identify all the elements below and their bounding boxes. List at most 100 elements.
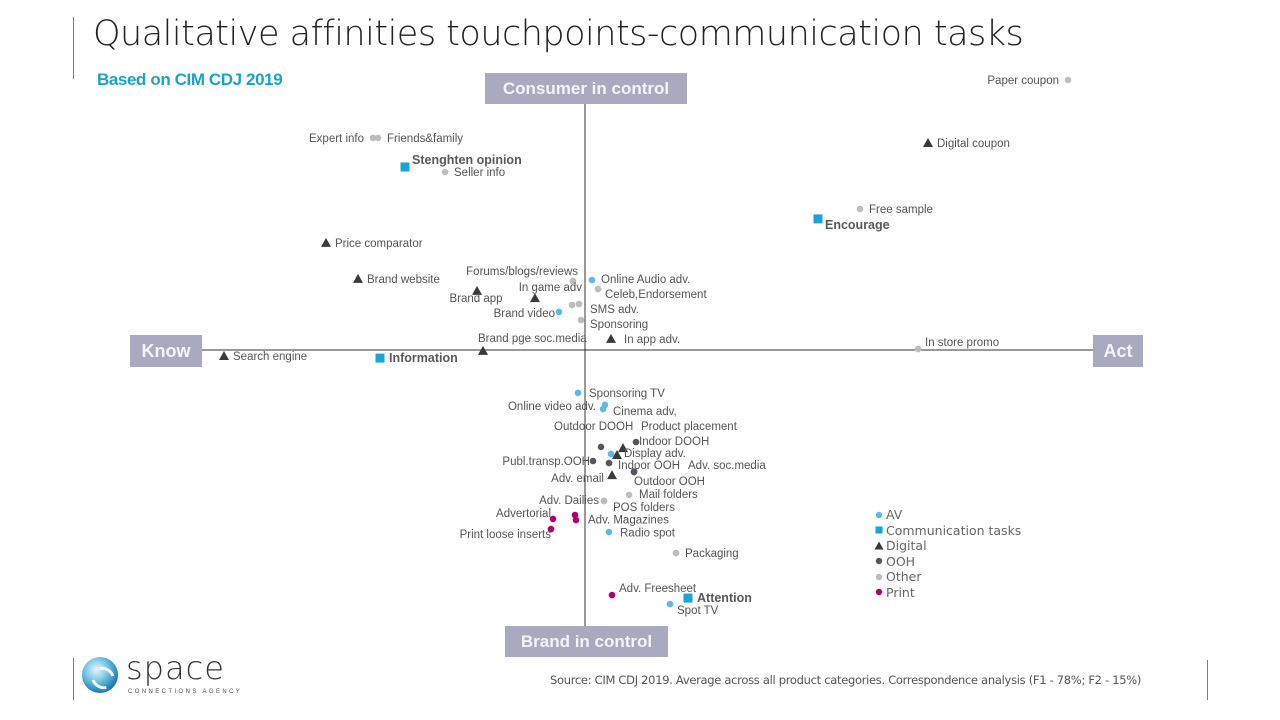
circle-marker-icon [874, 588, 884, 596]
data-point [632, 438, 640, 446]
page-subtitle: Based on CIM CDJ 2019 [97, 70, 283, 89]
circle-marker [555, 308, 563, 316]
point-label: POS folders [613, 502, 675, 514]
point-label: Online video adv. [508, 401, 596, 413]
triangle-marker [472, 285, 482, 295]
circle-marker [369, 134, 377, 142]
data-point [607, 450, 615, 458]
axis-label-left: Know [130, 335, 202, 367]
legend-label: AV [886, 507, 903, 523]
point-label: Packaging [685, 548, 739, 560]
points-layer [219, 76, 1072, 608]
space-logo-globe-icon [82, 657, 118, 693]
logo-wordmark: space [126, 649, 225, 687]
point-label: Forums/blogs/reviews [466, 266, 578, 278]
circle-marker [600, 497, 608, 505]
point-label: Brand pge soc.media [478, 333, 587, 345]
data-point [605, 528, 613, 536]
data-point [856, 205, 864, 213]
point-label: Cinema adv, [613, 406, 677, 418]
data-point [569, 277, 577, 285]
square-marker [813, 214, 823, 224]
data-point [605, 459, 613, 467]
square-marker [400, 162, 410, 172]
circle-marker [574, 389, 582, 397]
point-label: Attention [697, 591, 752, 605]
triangle-marker-icon [874, 541, 884, 550]
logo-tagline: CONNECTIONS AGENCY [128, 689, 243, 695]
triangle-marker [321, 237, 331, 247]
data-point [601, 401, 609, 409]
data-point [321, 237, 331, 247]
point-label: SMS adv. [590, 304, 639, 316]
data-point [575, 300, 583, 308]
circle-marker [605, 459, 613, 467]
data-point [375, 353, 385, 363]
circle-marker [630, 468, 638, 475]
legend-label: OOH [886, 553, 916, 569]
circle-marker [605, 528, 613, 536]
point-label: Seller info [454, 167, 505, 179]
triangle-marker [353, 273, 363, 283]
data-point [625, 491, 633, 499]
circle-marker-icon [874, 511, 884, 519]
data-point [914, 345, 922, 353]
data-point [547, 525, 555, 533]
circle-marker [625, 491, 633, 499]
logo-accent-bar [73, 658, 74, 700]
data-point [374, 134, 382, 142]
point-label: Product placement [641, 421, 738, 433]
circle-marker [856, 205, 864, 213]
point-label: Outdoor OOH [634, 476, 705, 488]
point-label: In game adv [519, 282, 583, 294]
data-point [478, 345, 488, 355]
circle-marker [374, 134, 382, 142]
point-label: Brand video [494, 308, 555, 320]
circle-marker [608, 591, 616, 599]
circle-marker [575, 300, 583, 308]
triangle-marker [606, 333, 616, 343]
data-point [672, 549, 680, 557]
point-label: Celeb,Endorsement [605, 289, 707, 301]
point-label: Online Audio adv. [601, 274, 690, 286]
point-label: Information [389, 351, 458, 365]
point-label: Paper coupon [987, 75, 1059, 87]
page-title: Qualitative affinities touchpoints-commu… [93, 14, 1024, 54]
point-label: Adv. Magazines [588, 514, 669, 526]
circle-marker [594, 285, 602, 293]
point-label: Encourage [825, 218, 890, 232]
point-label: Publ.transp.OOH [502, 456, 590, 468]
data-point [666, 600, 674, 608]
circle-marker [588, 276, 596, 284]
data-point [630, 468, 638, 475]
square-marker [375, 353, 385, 363]
source-note: Source: CIM CDJ 2019. Average across all… [550, 673, 1142, 687]
data-point [612, 450, 622, 459]
data-point [594, 285, 602, 293]
axis-label-right: Act [1093, 335, 1143, 367]
legend-item-communication-tasks: Communication tasks [874, 523, 1021, 539]
data-point [441, 168, 449, 176]
data-point [568, 301, 576, 309]
triangle-marker [219, 351, 229, 360]
axis-label-top: Consumer in control [485, 73, 687, 104]
data-point [219, 351, 229, 360]
footer-accent-bar [1207, 660, 1208, 700]
point-label: Sponsoring [590, 319, 648, 331]
point-label: Advertorial [496, 508, 551, 520]
point-label: Stenghten opinion [412, 153, 522, 167]
circle-marker-icon [874, 557, 884, 565]
legend-label: Digital [886, 538, 927, 554]
square-marker [683, 593, 693, 603]
circle-marker [1064, 76, 1072, 84]
circle-marker [572, 516, 580, 524]
circle-marker [914, 345, 922, 353]
circle-marker [441, 168, 449, 176]
point-label: Display adv. [624, 448, 686, 460]
data-point [549, 515, 557, 523]
circle-marker [597, 443, 605, 451]
data-point [555, 308, 563, 316]
data-point [574, 389, 582, 397]
